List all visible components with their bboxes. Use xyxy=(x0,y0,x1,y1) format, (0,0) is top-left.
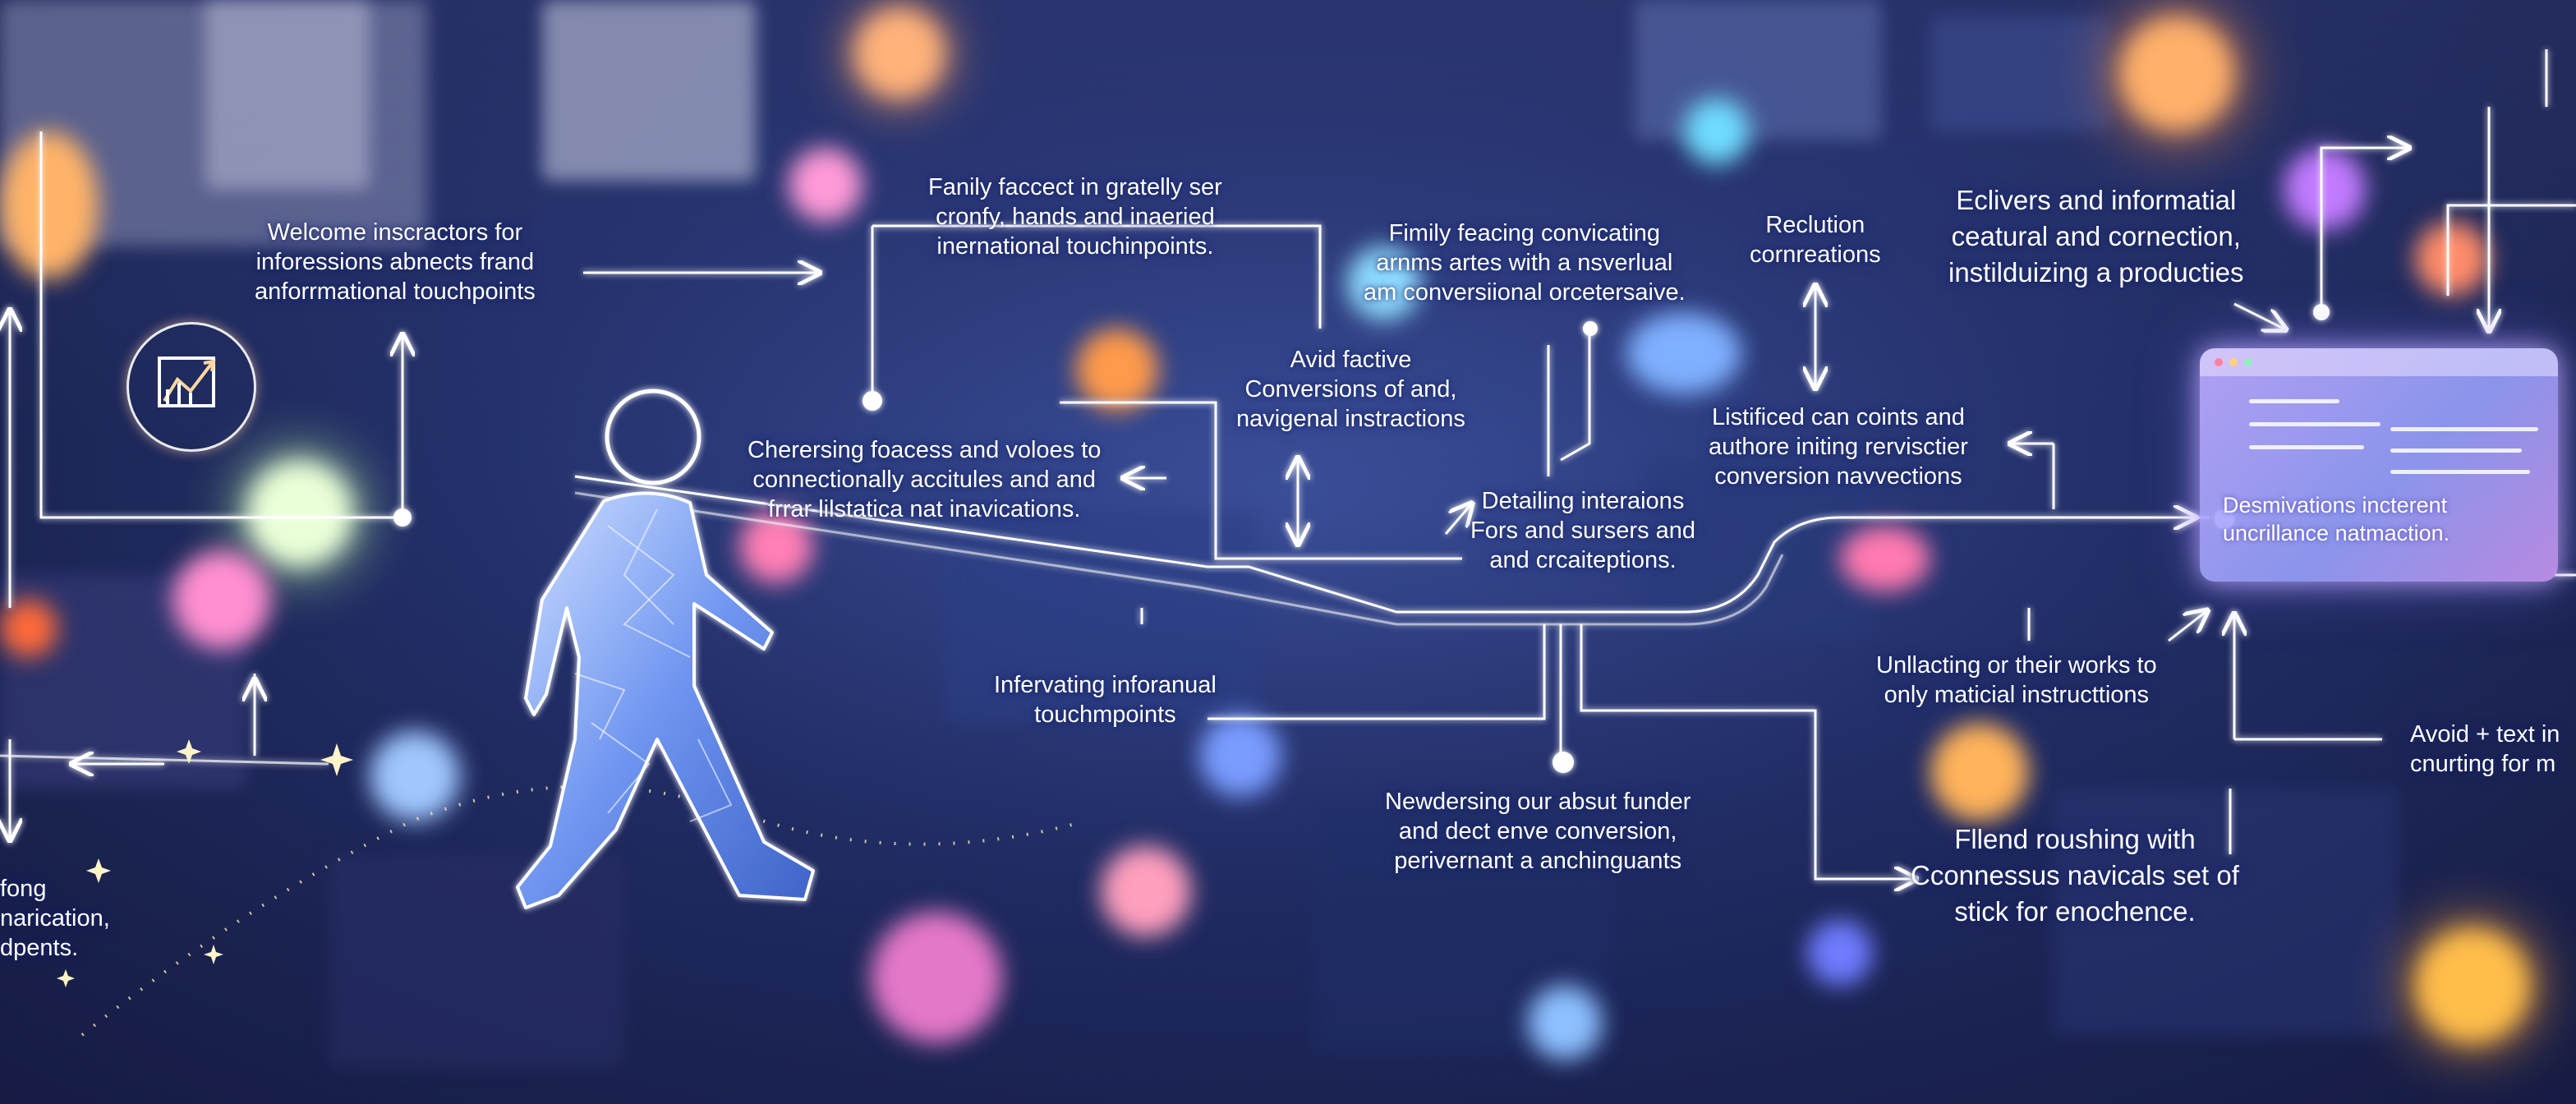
unllacting-label: Unllacting or their works to only matici… xyxy=(1876,652,2157,708)
avid-label: Avid factive Conversions of and, navigen… xyxy=(1236,347,1465,432)
newdersing-label: Newdersing our absut funder and dect env… xyxy=(1385,789,1691,874)
fllend-label: Fllend roushing with Cconnessus navicals… xyxy=(1911,824,2239,927)
welcome-label: Welcome inscractors for inforessions abn… xyxy=(255,219,536,305)
family-top-label: Fanily faccect in gratelly ser cronfy, h… xyxy=(928,174,1222,260)
panel-text: Desmivations incterent uncrillance natma… xyxy=(2223,493,2450,545)
walking-person-icon xyxy=(516,389,815,909)
left-edge-label: fong narication, dpents. xyxy=(0,876,110,961)
connector-lines xyxy=(0,49,2576,879)
detailing-label: Detailing interaions Fors and sursers an… xyxy=(1470,488,1696,573)
reclution-label: Reclution cornreations xyxy=(1750,212,1881,268)
family-center-label: Fimily feacing convicating arnms artes w… xyxy=(1364,220,1686,306)
sparkles xyxy=(57,739,353,987)
growth-chart-icon xyxy=(126,322,256,452)
chersering-label: Cherersing foacess and voloes to connect… xyxy=(748,437,1102,522)
browser-window-icon: Desmivations incterent uncrillance natma… xyxy=(2200,348,2558,582)
listified-label: Listificed can coints and authore initin… xyxy=(1709,404,1968,490)
eclivers-label: Eclivers and informatial ceatural and co… xyxy=(1948,185,2244,288)
infervating-label: Infervating inforanual touchmpoints xyxy=(994,672,1217,728)
avoid-label: Avoid + text in cnurting for m xyxy=(2410,721,2560,777)
